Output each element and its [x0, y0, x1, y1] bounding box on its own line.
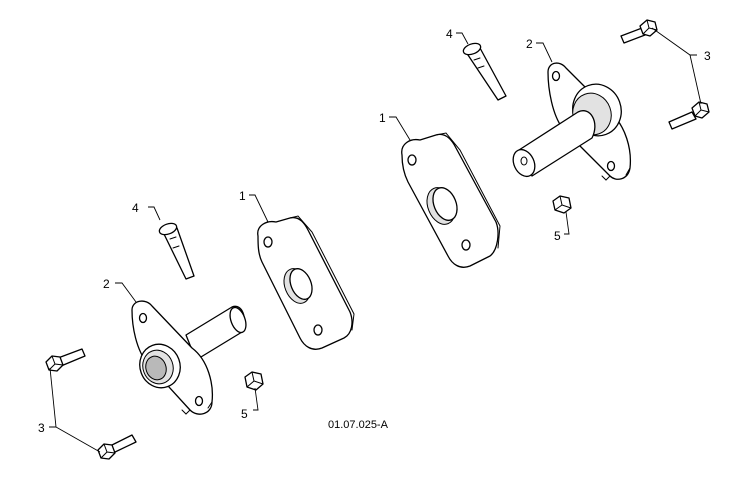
callout-flange-bolt-left: 3	[38, 421, 45, 435]
callout-pin-left: 4	[132, 201, 139, 215]
left-nut	[244, 371, 264, 391]
callout-nut-left: 5	[241, 407, 248, 421]
callout-pin-right: 4	[446, 27, 453, 41]
callout-flange-bolt-right: 3	[704, 49, 711, 63]
callout-nut-right: 5	[554, 229, 561, 243]
right-bearing-flange	[512, 62, 632, 181]
left-bearing-flange	[131, 300, 247, 415]
right-nut	[552, 195, 572, 214]
right-flange-bolt-upper	[620, 19, 658, 44]
right-pin	[462, 42, 507, 101]
callout-spacer-left: 1	[239, 189, 246, 203]
callout-bearing-flange-right: 2	[526, 37, 533, 51]
callout-labels: 4 1 2 3 5 4 1 2 3 5	[38, 27, 711, 435]
left-flange-bolt-lower	[97, 434, 137, 460]
right-spacer	[401, 132, 501, 268]
drawing-code: 01.07.025-A	[328, 419, 389, 431]
callout-spacer-right: 1	[379, 111, 386, 125]
callout-bearing-flange-left: 2	[103, 277, 110, 291]
leader-lines	[49, 27, 702, 453]
right-flange-bolt-lower	[668, 101, 710, 130]
left-spacer	[257, 215, 355, 350]
left-pin	[158, 222, 195, 280]
left-flange-bolt-upper	[45, 348, 86, 372]
